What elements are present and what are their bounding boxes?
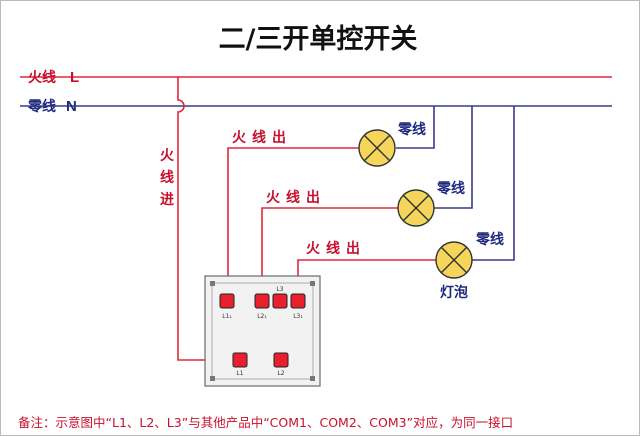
terminal-l3-out: L3₁ <box>290 293 306 320</box>
terminal-l3-in-label: L3 <box>276 286 283 293</box>
diagram-title: 二/三开单控开关 <box>219 24 418 55</box>
neutral-2-wire <box>434 106 473 209</box>
live-in-label-1: 火 <box>160 148 175 164</box>
terminal-l2-in: L2 <box>273 352 289 377</box>
terminal-l2-out-label: L2₁ <box>257 313 267 320</box>
live-in-wire <box>177 77 241 361</box>
neutral-2-label: 零线 <box>436 180 465 197</box>
output-2-label: 火线出 <box>266 189 326 206</box>
neutral-line-label: 零线 <box>27 98 56 115</box>
output-2-wire <box>261 207 398 296</box>
neutral-3-label: 零线 <box>475 231 504 248</box>
bulb-1-icon <box>358 129 396 167</box>
terminal-l1-in-label: L1 <box>236 370 243 377</box>
footnote: 备注：示意图中“L1、L2、L3”与其他产品中“COM1、COM2、COM3”对… <box>18 415 513 430</box>
neutral-line-letter: N <box>66 98 77 115</box>
bulb-label: 灯泡 <box>440 284 468 301</box>
bulb-2-icon <box>397 189 435 227</box>
terminal-l2-out: L2₁ <box>254 293 270 320</box>
switch-module <box>204 275 321 387</box>
terminal-l1-in: L1 <box>232 352 248 377</box>
live-in-label-2: 线 <box>160 169 174 186</box>
output-1-label: 火线出 <box>232 129 292 146</box>
output-3-label: 火线出 <box>306 240 366 257</box>
neutral-1-label: 零线 <box>397 121 426 138</box>
output-1-wire <box>227 147 360 296</box>
terminal-l2-in-label: L2 <box>277 370 284 377</box>
live-line-label: 火线 <box>28 69 56 86</box>
terminal-l1-out: L1₁ <box>219 293 235 320</box>
live-in-label-3: 进 <box>160 192 174 208</box>
bulb-3-icon <box>435 241 473 279</box>
neutral-1-wire <box>396 106 435 149</box>
terminal-l1-out-label: L1₁ <box>222 313 232 320</box>
live-line-letter: L <box>70 69 79 86</box>
terminal-l3-out-label: L3₁ <box>293 313 303 320</box>
terminal-l3-in: L3 <box>272 286 288 309</box>
neutral-3-wire <box>472 106 515 261</box>
